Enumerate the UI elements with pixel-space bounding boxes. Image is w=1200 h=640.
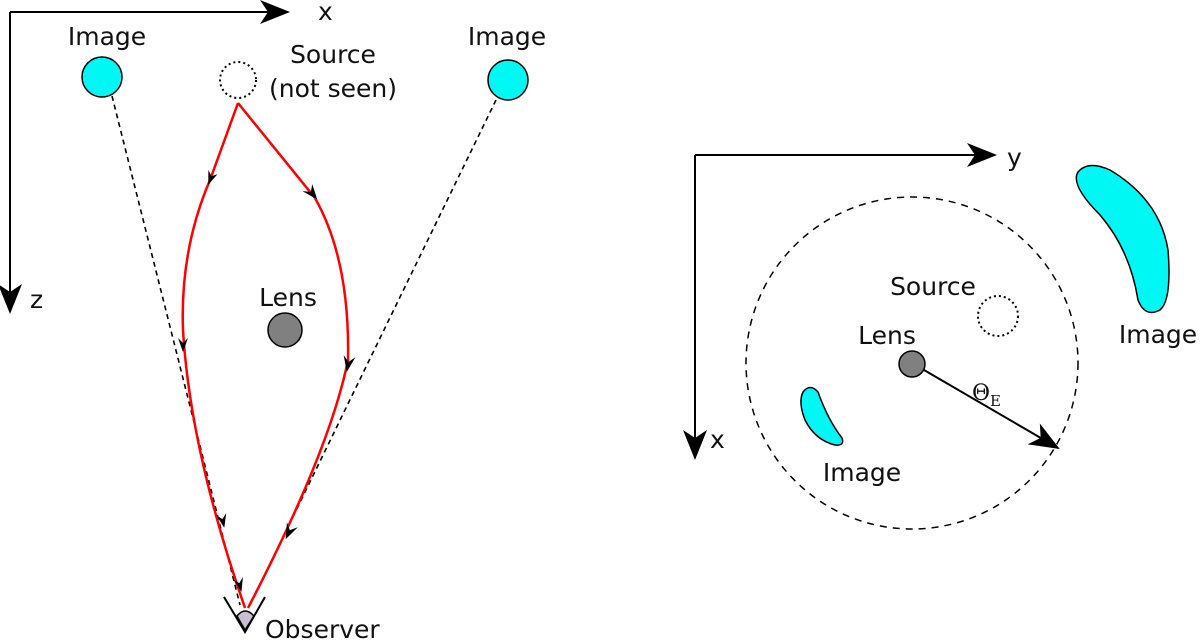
left-panel: x z Image Image Source (not seen) Lens O… [0,0,546,640]
ray-arrowhead-icon [302,184,318,200]
einstein-ring [745,196,1079,530]
einstein-radius-subscript: E [990,392,1001,410]
source-position [977,295,1019,337]
ray-arrowhead-icon [208,169,218,185]
lens-label: Lens [259,283,317,312]
light-ray-left [181,102,247,609]
ray-arrowhead-icon [285,522,298,540]
source-not-seen [219,61,257,99]
x-axis-label: x [318,0,333,26]
image-small-label: Image [823,458,901,487]
z-axis-label: z [30,285,43,314]
lens [267,312,303,348]
einstein-radius-symbol: Θ [972,381,990,406]
ray-arrowhead-icon [343,355,356,372]
ray-arrowhead-icon [233,577,243,592]
right-panel: y x Source Lens Image Image ΘE [683,143,1197,530]
ray-arrowhead-icon [216,513,227,528]
observer-eye-icon [223,596,266,634]
image-left [81,56,123,98]
sightline-left [111,95,241,606]
ray-arrowhead-icon [178,338,188,352]
x-axis-label-right: x [710,425,725,454]
image-arc-large [1075,164,1170,314]
observer-label: Observer [265,615,380,640]
image-right [487,59,529,101]
image-right-label: Image [468,22,546,51]
source-note: (not seen) [269,74,397,103]
image-large-label: Image [1119,320,1197,349]
einstein-radius-label: ΘE [972,381,1001,410]
y-axis-label: y [1007,143,1022,172]
light-ray-right [237,102,350,609]
source-label-right: Source [890,272,976,301]
image-arc-small [800,386,844,446]
image-left-label: Image [68,22,146,51]
lens-right [898,350,926,378]
lens-label-right: Lens [858,321,916,350]
einstein-radius-arrow [911,362,1060,450]
source-label: Source [290,40,376,69]
ray-direction-arrows [178,169,356,592]
